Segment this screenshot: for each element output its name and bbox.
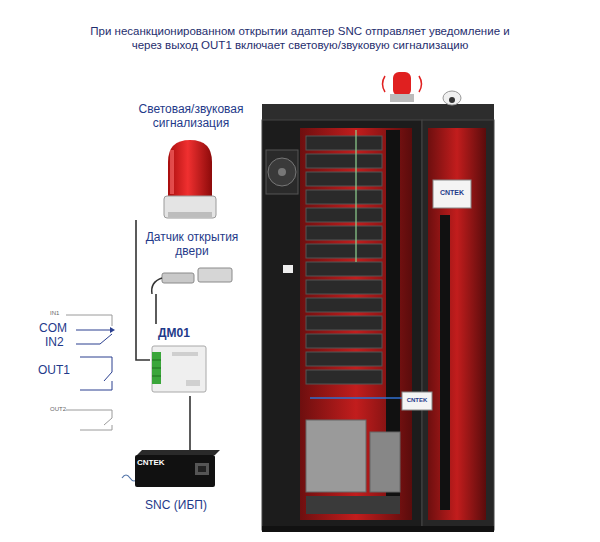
snc-node: CNTEK SNC (ИБП) bbox=[128, 450, 224, 520]
pin-name: OUT2 bbox=[50, 406, 66, 413]
node-text: ДМ01 bbox=[158, 326, 208, 340]
pin-name: IN2 bbox=[45, 336, 64, 350]
cable-connector bbox=[189, 396, 191, 450]
cable-connector bbox=[155, 294, 157, 324]
diagram-title: При несанкционированном открытии адаптер… bbox=[90, 24, 510, 53]
pin-name: IN1 bbox=[50, 310, 59, 317]
door-sensor-figure bbox=[152, 268, 232, 294]
screen-logo: CNTEK bbox=[403, 397, 431, 404]
pin-name: COM bbox=[39, 322, 67, 336]
beacon-figure bbox=[164, 140, 216, 218]
dm01-node: ДМ01 bbox=[150, 324, 210, 396]
server-rack-figure bbox=[262, 72, 494, 532]
beacon-node: Световая/звуковая сигнализация bbox=[126, 102, 256, 220]
snc-adapter-figure bbox=[122, 450, 220, 487]
dm01-module-figure bbox=[152, 346, 206, 392]
terminal-schematic bbox=[66, 315, 115, 430]
screen-logo: CNTEK bbox=[434, 189, 470, 197]
node-text: Датчик открытия двери bbox=[136, 230, 248, 259]
node-text: Световая/звуковая сигнализация bbox=[126, 102, 256, 131]
door-sensor-node: Датчик открытия двери bbox=[136, 230, 248, 294]
pin-name: OUT1 bbox=[38, 364, 70, 378]
node-text: CNTEK bbox=[137, 458, 187, 468]
node-text: SNC (ИБП) bbox=[128, 498, 224, 512]
